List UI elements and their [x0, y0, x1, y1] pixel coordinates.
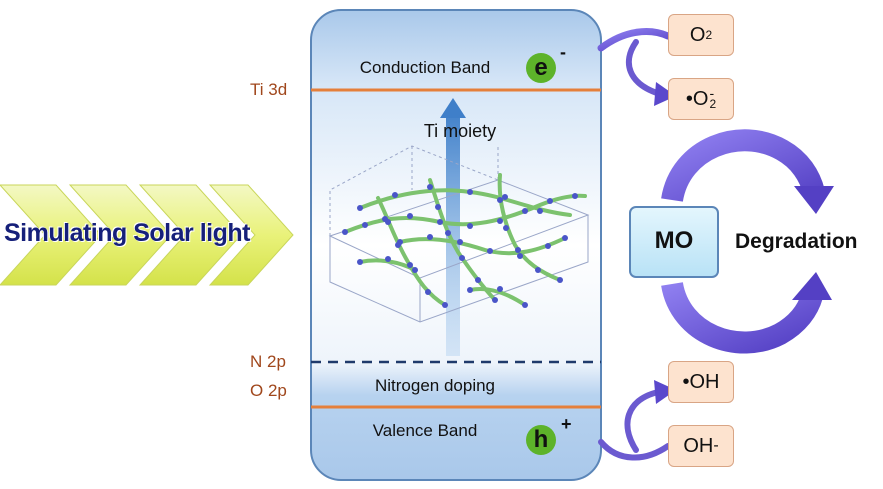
degradation-label: Degradation — [735, 230, 858, 253]
hole-charge: + — [561, 414, 572, 434]
hydroxide-base: OH — [683, 434, 714, 457]
degradation-cycle-upper-head — [794, 186, 834, 214]
excitation-arrow — [440, 98, 466, 356]
electron-symbol: e — [534, 54, 548, 81]
superoxide-species: •O-2 — [668, 78, 734, 120]
mo-box — [629, 206, 719, 278]
ti-moiety-box — [328, 145, 590, 323]
electron-charge: - — [560, 42, 566, 62]
n2p-level-label: N 2p — [250, 352, 286, 371]
hydroxide-species: OH- — [668, 425, 734, 467]
ti3d-level-label: Ti 3d — [250, 80, 288, 99]
o2-subscript: 2 — [705, 28, 713, 42]
hole-badge: h — [526, 425, 556, 455]
hole-transfer-arrow-stem — [624, 389, 661, 453]
electron-transfer-arrow-stem — [625, 39, 663, 97]
hydroxyl-radical-base: •OH — [682, 370, 720, 393]
conduction-band-label: Conduction Band — [359, 58, 491, 77]
ti-moiety-label: Ti moiety — [423, 121, 497, 141]
degradation-cycle-upper — [661, 129, 825, 203]
hole-transfer-arrowhead — [654, 380, 676, 404]
superoxide-subscript: 2 — [709, 97, 717, 111]
polymer-nodes — [342, 184, 578, 308]
superoxide-superscript: - — [709, 85, 715, 101]
o2p-level-label: O 2p — [250, 381, 287, 400]
hole-symbol: h — [533, 426, 549, 453]
superoxide-base: •O — [685, 87, 709, 110]
electron-transfer-arrow — [597, 28, 672, 52]
nitrogen-doping-label: Nitrogen doping — [374, 376, 496, 395]
solar-light-chevrons — [0, 184, 294, 286]
hydroxide-superscript: - — [713, 437, 719, 454]
mo-label: MO — [654, 227, 694, 254]
degradation-cycle-lower-head — [792, 272, 832, 300]
solar-light-label: Simulating Solar light — [4, 219, 250, 247]
electron-transfer-arrowhead — [654, 82, 676, 106]
hole-transfer-arrow — [598, 439, 671, 461]
o2-base: O — [689, 23, 706, 46]
polymer-network — [343, 173, 587, 307]
electron-badge: e — [526, 53, 556, 83]
degradation-cycle-lower — [661, 281, 823, 354]
hydroxyl-radical-species: •OH — [668, 361, 734, 403]
valence-band-label: Valence Band — [372, 421, 478, 440]
